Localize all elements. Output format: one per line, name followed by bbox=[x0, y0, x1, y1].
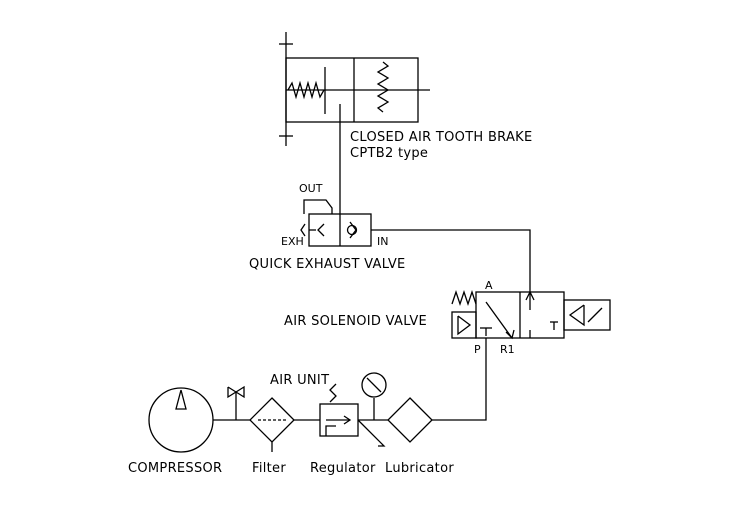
lubricator-label: Lubricator bbox=[385, 461, 454, 476]
filter-label: Filter bbox=[252, 461, 286, 476]
compressor-symbol bbox=[148, 387, 250, 453]
filter-symbol bbox=[249, 397, 320, 452]
sol-port-a: A bbox=[485, 279, 493, 292]
manual-valve-symbol bbox=[227, 385, 245, 420]
qev-exh-label: EXH bbox=[281, 235, 304, 248]
regulator-label: Regulator bbox=[310, 461, 376, 476]
qev-title: QUICK EXHAUST VALVE bbox=[249, 257, 406, 272]
sol-port-p: P bbox=[474, 343, 481, 356]
regulator-symbol bbox=[319, 383, 388, 447]
pressure-gauge-symbol bbox=[361, 372, 387, 398]
lubricator-symbol bbox=[387, 397, 433, 443]
sol-port-r1: R1 bbox=[500, 343, 515, 356]
solenoid-valve-symbol bbox=[432, 289, 611, 421]
compressor-label: COMPRESSOR bbox=[128, 461, 222, 476]
air-unit-title: AIR UNIT bbox=[270, 373, 329, 388]
qev-out-label: OUT bbox=[299, 182, 323, 195]
solenoid-title: AIR SOLENOID VALVE bbox=[284, 314, 427, 329]
qev-in-label: IN bbox=[377, 235, 388, 248]
brake-title-line1: CLOSED AIR TOOTH BRAKE bbox=[350, 130, 533, 145]
brake-title-line2: CPTB2 type bbox=[350, 146, 428, 161]
tooth-brake-symbol bbox=[279, 32, 430, 214]
quick-exhaust-valve-symbol bbox=[300, 199, 531, 292]
